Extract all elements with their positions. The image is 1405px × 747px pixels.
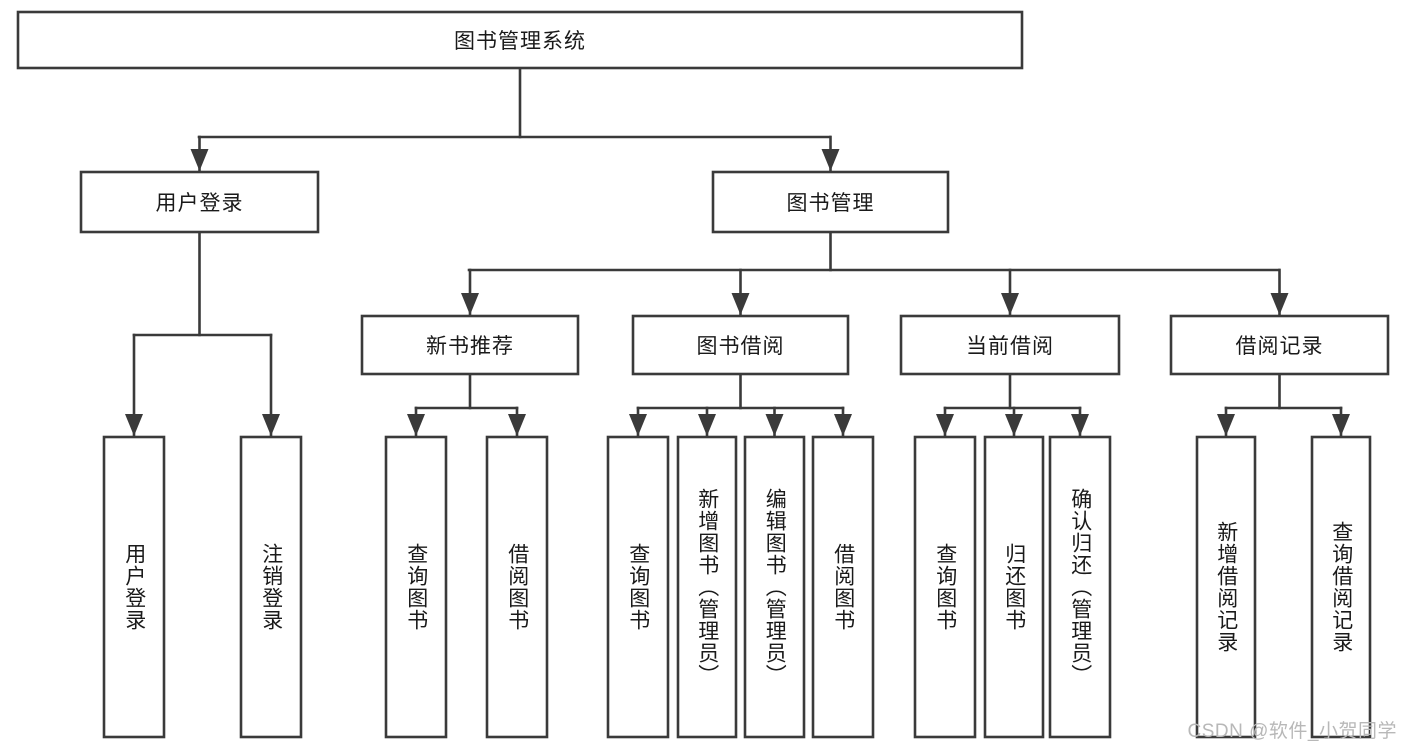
leaf-node-box[interactable] <box>913 435 977 739</box>
leaf-node-box[interactable] <box>239 435 303 739</box>
level3-node-box[interactable] <box>1169 314 1390 376</box>
arrow-head-icon <box>461 293 479 315</box>
arrow-head-icon <box>262 414 280 436</box>
leaf-node-box[interactable] <box>606 435 670 739</box>
arrow-head-icon <box>407 414 425 436</box>
leaf-node-box[interactable] <box>676 435 738 739</box>
node-layer <box>16 10 1390 739</box>
leaf-node-box[interactable] <box>485 435 549 739</box>
arrow-head-icon <box>1005 414 1023 436</box>
arrow-head-icon <box>1001 293 1019 315</box>
leaf-node-box[interactable] <box>384 435 448 739</box>
leaf-node-box[interactable] <box>983 435 1045 739</box>
leaf-node-box[interactable] <box>811 435 875 739</box>
arrow-head-icon <box>731 293 750 315</box>
leaf-node-box[interactable] <box>743 435 806 739</box>
arrow-head-icon <box>936 414 954 436</box>
root-node-box[interactable] <box>16 10 1024 70</box>
arrow-head-icon <box>508 414 526 436</box>
arrow-head-icon <box>1332 414 1350 436</box>
arrow-head-icon <box>821 149 840 171</box>
leaf-node-box[interactable] <box>1310 435 1372 739</box>
watermark-text: CSDN @软件_小贺同学 <box>1187 721 1397 742</box>
arrow-head-icon <box>698 414 716 436</box>
arrow-head-icon <box>629 414 647 436</box>
arrow-head-icon <box>834 414 852 436</box>
arrow-head-icon <box>1071 414 1089 436</box>
leaf-node-box[interactable] <box>1195 435 1257 739</box>
leaf-node-box[interactable] <box>102 435 166 739</box>
arrow-head-icon <box>190 149 209 171</box>
level2-node-box[interactable] <box>711 170 950 234</box>
leaf-node-box[interactable] <box>1048 435 1112 739</box>
arrow-head-icon <box>125 414 143 436</box>
level2-node-box[interactable] <box>79 170 320 234</box>
level3-node-box[interactable] <box>899 314 1121 376</box>
arrow-head-icon <box>1217 414 1235 436</box>
connector-layer <box>125 66 1350 437</box>
arrow-head-icon <box>765 414 784 436</box>
arrow-head-icon <box>1270 293 1289 315</box>
level3-node-box[interactable] <box>631 314 850 376</box>
level3-node-box[interactable] <box>360 314 580 376</box>
